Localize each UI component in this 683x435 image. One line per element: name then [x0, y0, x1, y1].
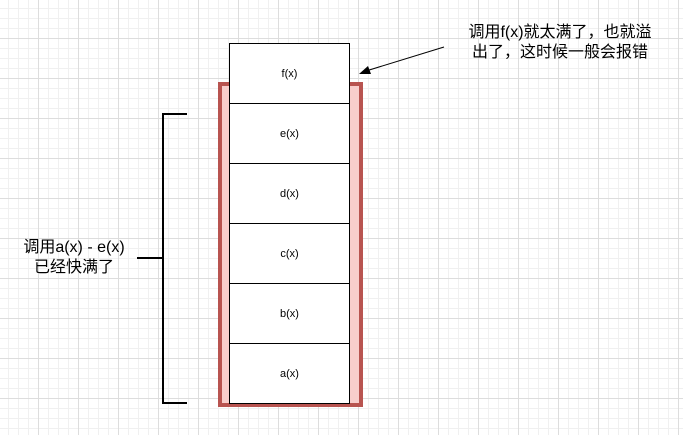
stack-frame-f: f(x) [229, 43, 350, 104]
stack-frame-label: a(x) [280, 367, 299, 380]
near-full-note-line-2: 已经快满了 [33, 259, 114, 276]
stack-frame-label: f(x) [281, 67, 298, 80]
stack-frame-label: d(x) [280, 187, 299, 200]
curly-bracket [162, 113, 187, 404]
overflow-note-line-2: 出了，这时候一般会报错 [471, 44, 648, 61]
stack-frame-label: b(x) [280, 307, 299, 320]
overflow-arrow-line [365, 46, 445, 72]
arrow-head-icon [359, 66, 371, 74]
near-full-note: 调用a(x) - e(x) 已经快满了 [10, 238, 138, 278]
overflow-note: 调用f(x)就太满了，也就溢 出了，这时候一般会报错 [450, 23, 670, 63]
stack-frame-a: a(x) [229, 343, 350, 404]
near-full-note-line-1: 调用a(x) - e(x) [23, 239, 125, 256]
stack-frame-e: e(x) [229, 103, 350, 164]
stack-frame-b: b(x) [229, 283, 350, 344]
stack-frame-label: c(x) [280, 247, 299, 260]
stack-frame-label: e(x) [280, 127, 299, 140]
overflow-note-line-1: 调用f(x)就太满了，也就溢 [468, 24, 652, 41]
